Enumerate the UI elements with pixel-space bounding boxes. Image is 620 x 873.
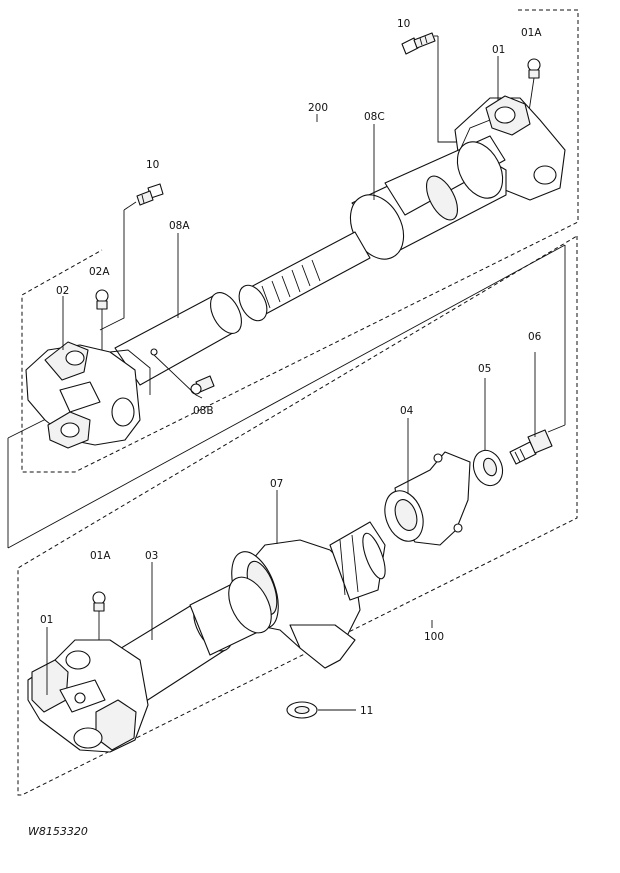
label-200: 200	[308, 102, 328, 114]
label-08B: 08B	[193, 405, 214, 417]
tube-03	[117, 562, 272, 706]
label-06: 06	[528, 331, 542, 343]
flange-yoke-04	[384, 418, 471, 546]
grease-fitting-08B	[190, 375, 215, 395]
label-01A-top: 01A	[521, 27, 542, 39]
splined-shaft	[238, 231, 371, 322]
tube-08C	[349, 135, 507, 260]
label-03: 03	[145, 550, 158, 562]
label-01-low: 01	[40, 614, 53, 626]
label-01A-low: 01A	[90, 550, 111, 562]
label-11: 11	[360, 705, 373, 717]
label-07: 07	[270, 478, 283, 490]
assembly-200-boundary	[21, 9, 579, 473]
label-01-top: 01	[492, 44, 505, 56]
label-100: 100	[424, 631, 444, 643]
bolt-06	[509, 352, 553, 465]
group-link-lines	[7, 244, 566, 549]
grease-fitting-01A-top	[527, 58, 541, 119]
label-08A: 08A	[169, 220, 190, 232]
center-bearing-07	[231, 490, 386, 669]
bolt-10-top	[401, 32, 436, 55]
drawing-code: W8153320	[28, 825, 88, 838]
tube-08A	[114, 292, 242, 386]
washer-11	[286, 701, 356, 719]
label-08C: 08C	[364, 111, 385, 123]
label-02A: 02A	[89, 266, 110, 278]
universal-joint-01-low	[27, 639, 149, 753]
label-02: 02	[56, 285, 69, 297]
label-10-middle: 10	[146, 159, 159, 171]
assembly-100-boundary	[17, 235, 578, 796]
label-10-top: 10	[397, 18, 410, 30]
bolt-10-middle	[99, 183, 164, 331]
label-04: 04	[400, 405, 414, 417]
washer-05	[472, 378, 504, 487]
label-05: 05	[478, 363, 491, 375]
universal-joint-02	[25, 341, 151, 449]
